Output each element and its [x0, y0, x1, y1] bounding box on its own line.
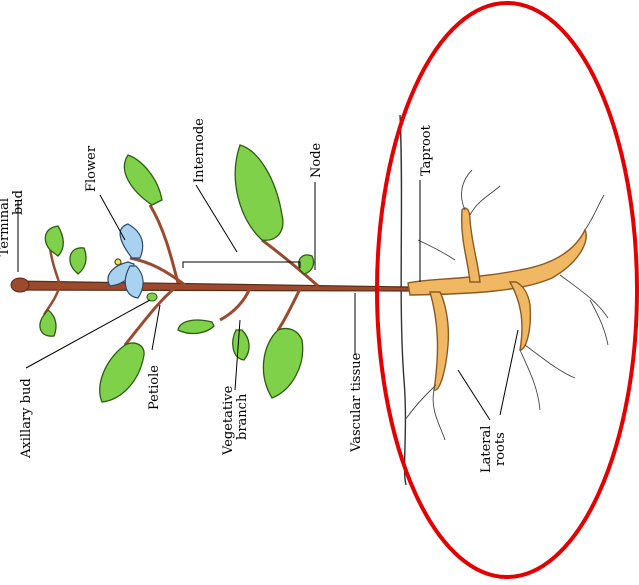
leaf-node: [299, 255, 314, 274]
leaf-small-upper-left-2: [70, 248, 86, 274]
main-stem: [14, 281, 410, 291]
leaf-lower-right: [263, 328, 302, 398]
label-vascular-tissue: Vascular tissue: [349, 352, 364, 453]
lower-leaf-stem: [278, 289, 300, 330]
axillary-bud-marker: [147, 293, 157, 301]
leaf-top-1: [124, 155, 162, 205]
label-vegetative-branch-1: Vegetative: [221, 385, 236, 456]
leaf-large-lower: [100, 343, 144, 402]
label-petiole: Petiole: [147, 365, 162, 410]
label-terminal-bud-2: bud: [11, 190, 26, 215]
leaf-veg-2: [233, 330, 249, 360]
label-vegetative-branch-2: branch: [235, 393, 250, 440]
root-system: [408, 208, 586, 390]
leaf-top-2: [235, 145, 283, 240]
root-right-branch: [510, 282, 530, 350]
root-upper-branch: [462, 208, 480, 282]
root-lower-branch: [430, 292, 448, 390]
vegetative-branch-stem: [220, 288, 250, 320]
taproot: [408, 230, 586, 295]
leaf-small-lower-left: [40, 310, 56, 336]
terminal-bud: [11, 278, 29, 292]
label-internode: Internode: [192, 118, 207, 183]
label-lateral-roots-1: Lateral: [479, 426, 494, 473]
soil-line: [400, 115, 406, 485]
label-taproot: Taproot: [419, 124, 434, 176]
label-flower: Flower: [84, 145, 99, 192]
leaf-small-upper-left: [45, 226, 63, 256]
leaf-veg-1: [178, 320, 214, 333]
label-axillary-bud: Axillary bud: [19, 378, 34, 459]
label-node: Node: [309, 142, 324, 178]
label-lateral-roots-2: roots: [493, 432, 508, 466]
